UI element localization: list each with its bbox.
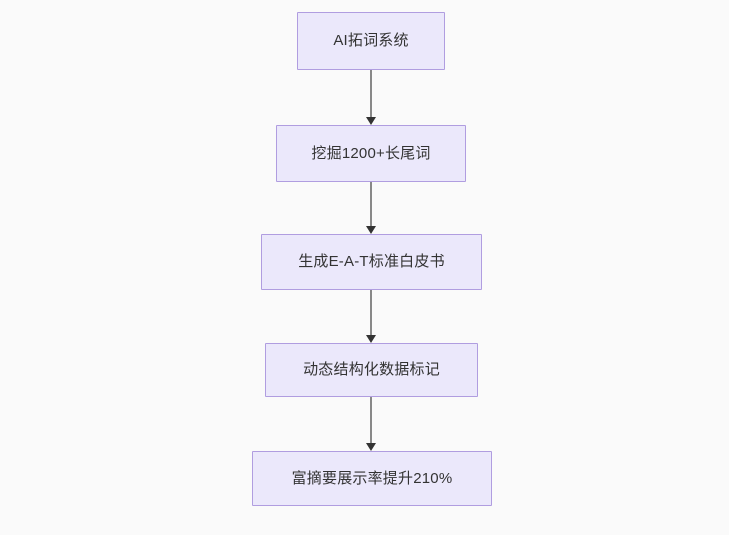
flow-edge-4-to-5 <box>366 397 376 451</box>
edge-line <box>370 290 372 336</box>
edge-line <box>370 182 372 227</box>
flow-node-1-label: AI拓词系统 <box>333 32 409 49</box>
arrowhead-icon <box>366 443 376 451</box>
flow-edge-2-to-3 <box>366 182 376 234</box>
flow-edge-3-to-4 <box>366 290 376 343</box>
flow-node-5-label: 富摘要展示率提升210% <box>291 469 453 487</box>
flow-node-3-label: 生成E-A-T标准白皮书 <box>298 253 445 270</box>
edge-line <box>370 70 372 118</box>
flow-node-4[interactable]: 动态结构化数据标记 <box>265 343 478 397</box>
arrowhead-icon <box>366 117 376 125</box>
flow-node-2[interactable]: 挖掘1200+长尾词 <box>276 125 466 182</box>
flow-node-3[interactable]: 生成E-A-T标准白皮书 <box>261 234 482 290</box>
edge-line <box>370 397 372 444</box>
flow-node-5[interactable]: 富摘要展示率提升210% <box>252 451 492 506</box>
flow-node-1[interactable]: AI拓词系统 <box>297 12 445 70</box>
flow-node-2-label: 挖掘1200+长尾词 <box>311 144 431 162</box>
arrowhead-icon <box>366 226 376 234</box>
flow-node-4-label: 动态结构化数据标记 <box>303 361 440 378</box>
arrowhead-icon <box>366 335 376 343</box>
flow-edge-1-to-2 <box>366 70 376 125</box>
